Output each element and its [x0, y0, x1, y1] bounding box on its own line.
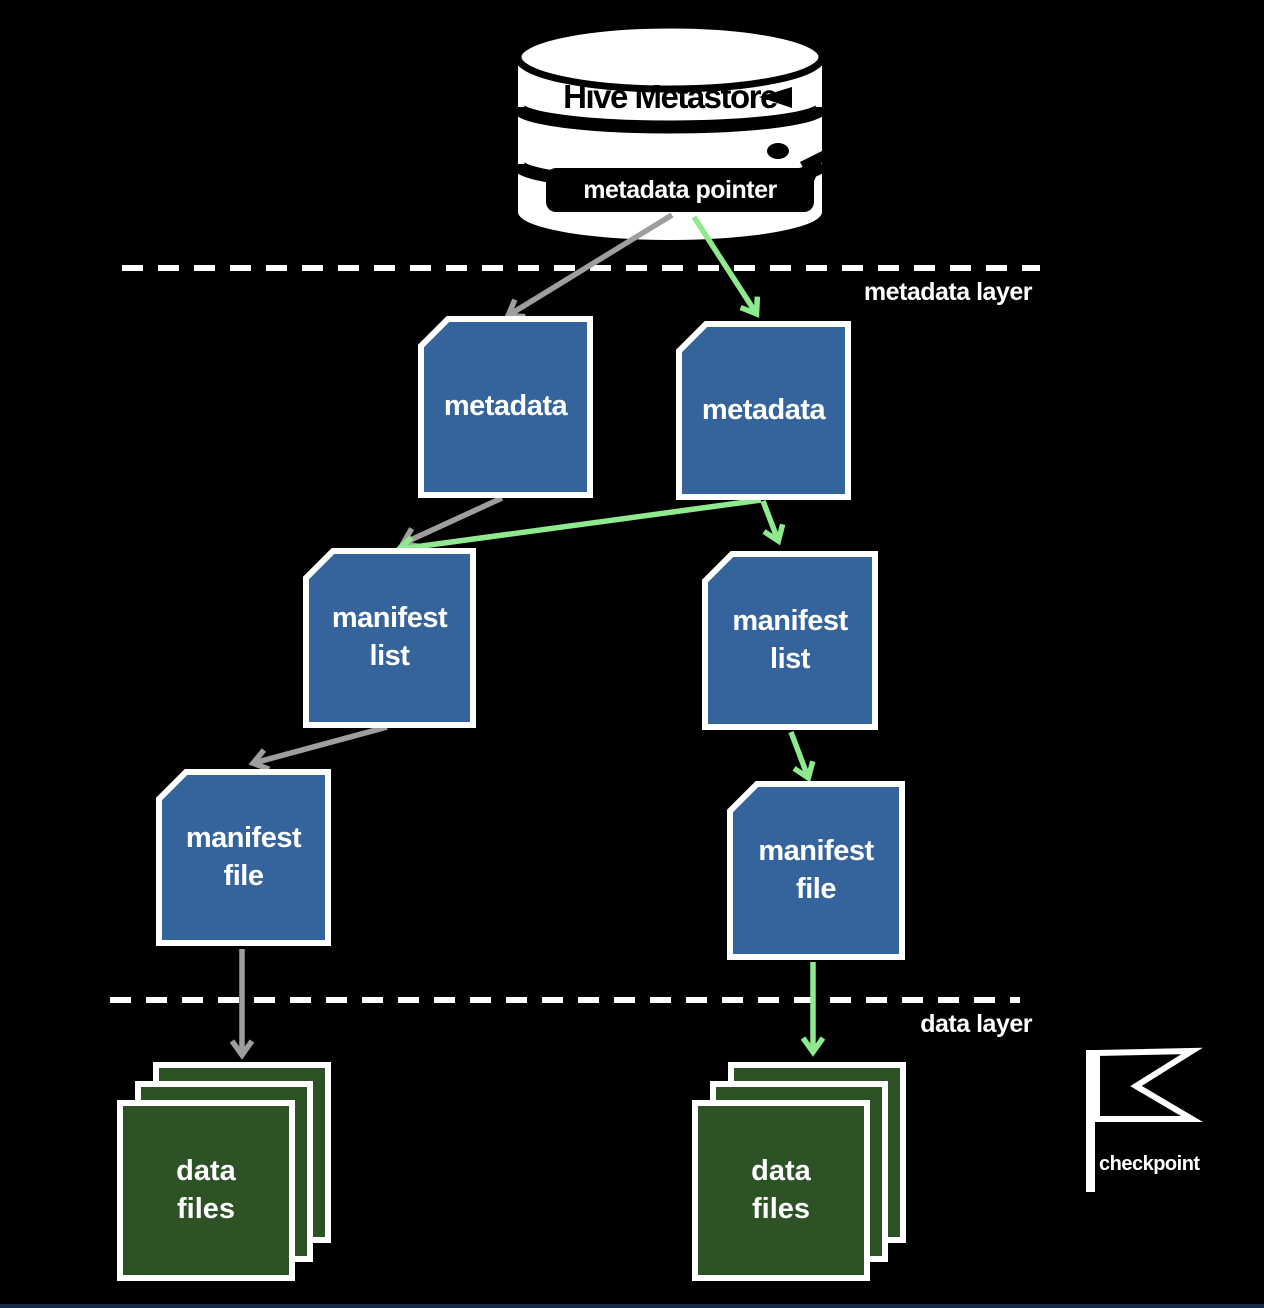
node-label: metadata: [443, 390, 568, 423]
bottom-edge-line: [0, 1304, 1264, 1308]
node-label: data files: [751, 1154, 811, 1225]
node-manifest-list-left: manifest list: [303, 548, 476, 728]
arrow-metadata-left-to-manifest-list-left: [398, 495, 504, 550]
node-manifest-file-right: manifest file: [727, 781, 905, 960]
node-label: manifest file: [758, 834, 874, 905]
checkpoint-flag-icon: [1086, 1047, 1203, 1192]
node-metadata-right: metadata: [676, 321, 851, 500]
cursor-icon: [756, 85, 794, 111]
metadata-layer-label: metadata layer: [863, 278, 1033, 306]
node-metadata-left: metadata: [418, 316, 593, 498]
data-files-stack-right: data files: [692, 1062, 906, 1282]
node-label: manifest list: [732, 604, 848, 675]
node-manifest-file-left: manifest file: [156, 769, 331, 946]
arrow-manifest-list-left-to-manifest-file-left: [248, 724, 388, 772]
node-label: data files: [176, 1154, 236, 1225]
arrow-metadata-right-to-manifest-list-right: [760, 500, 786, 546]
node-label: manifest list: [331, 602, 448, 672]
arrow-metadata-right-to-manifest-list-left: [394, 497, 762, 560]
node-manifest-list-right: manifest list: [702, 551, 878, 730]
data-files-stack-left: data files: [117, 1062, 331, 1282]
data-layer-label: data layer: [920, 1010, 1032, 1038]
stack-sheet-front: [692, 1100, 870, 1281]
node-label: manifest file: [185, 821, 302, 892]
arrow-manifest-list-right-to-manifest-file-right: [788, 731, 816, 783]
metadata-pointer-badge: metadata pointer: [546, 168, 814, 212]
arrow-pointer-to-metadata-right: [691, 215, 761, 318]
cylinder-dot: [767, 143, 789, 159]
stack-sheet-front: [117, 1100, 295, 1281]
metastore-title: Hive Metastore: [563, 78, 778, 115]
arrow-pointer-to-metadata-left: [504, 212, 674, 320]
checkpoint-label: checkpoint: [1099, 1153, 1200, 1175]
node-label: metadata: [701, 393, 826, 426]
pointer-callout-tail: [800, 148, 828, 186]
